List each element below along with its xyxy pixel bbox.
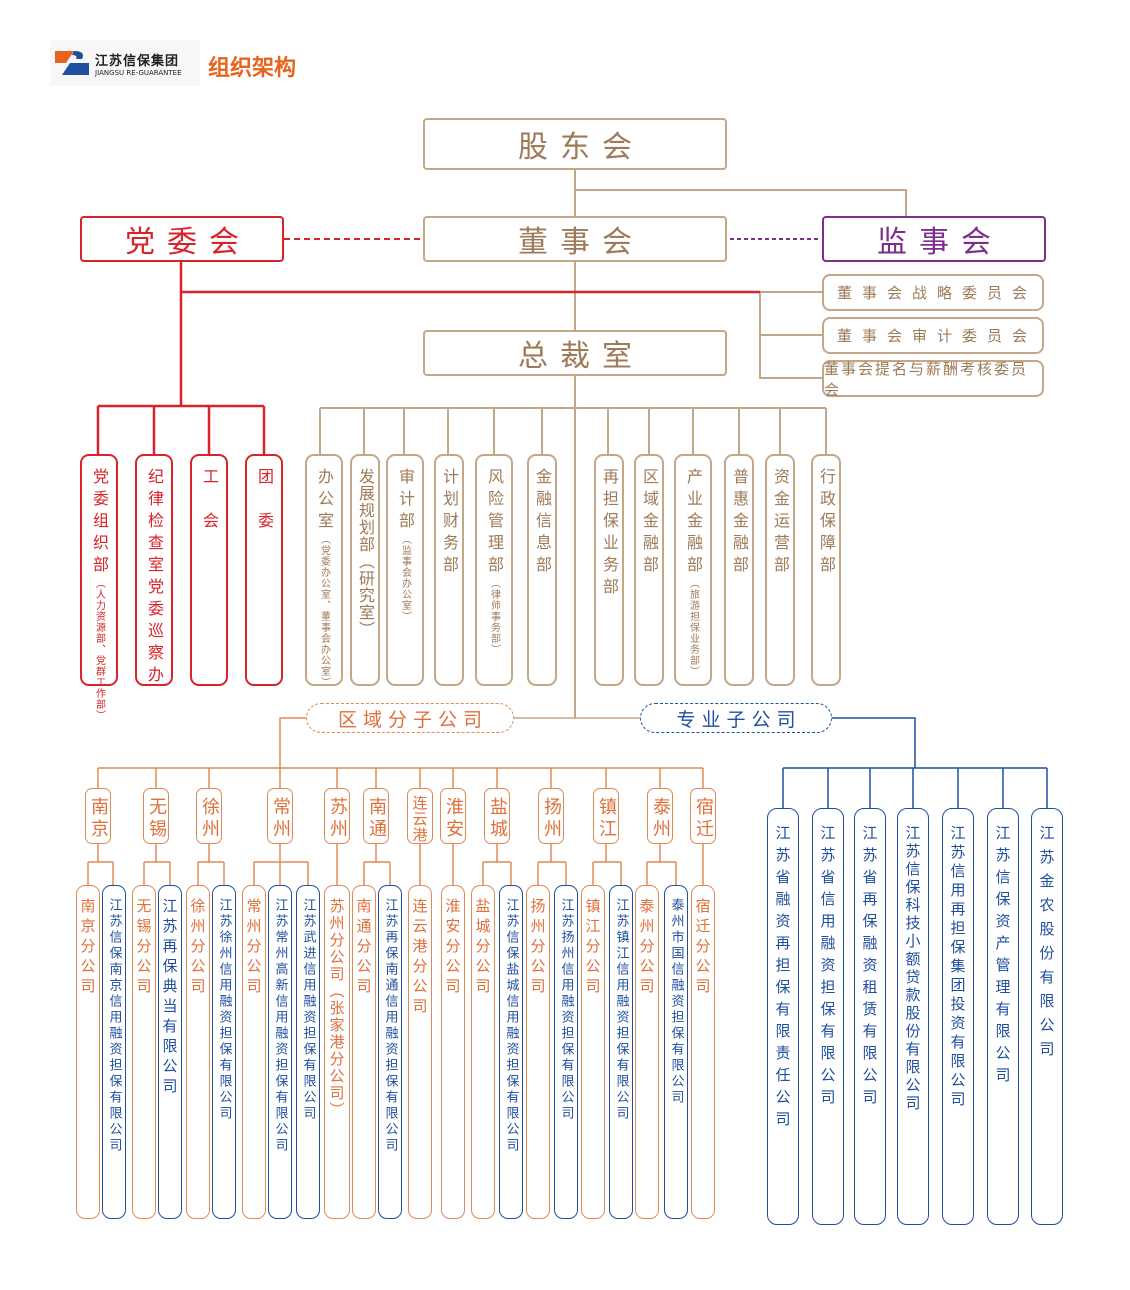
professional-subsidiaries-label: 专业子公司 <box>640 703 832 733</box>
dept-name: 资金运营部 <box>771 468 790 578</box>
regional-branch: 常州分公司 <box>242 885 266 1219</box>
dept-finance: 计划财务部 <box>434 454 464 686</box>
party-dept-organization: 党委组织部 （人力资源部、党群工作部） <box>80 454 118 721</box>
professional-subsidiary: 江苏信用再担保集团投资有限公司 <box>942 808 974 1225</box>
page-title: 组织架构 <box>208 56 297 81</box>
regional-branch: 徐州分公司 <box>186 885 210 1219</box>
dept-name: 金融信息部 <box>533 468 552 578</box>
regional-branch: 扬州分公司 <box>526 885 550 1219</box>
regional-company: 江苏再保典当有限公司 <box>158 885 182 1219</box>
professional-subsidiary: 江苏省信用融资担保有限公司 <box>812 808 844 1225</box>
dept-planning: 发展规划部（研究室） <box>350 454 380 686</box>
party-dept-note: （人力资源部、党群工作部） <box>93 578 105 721</box>
board-committee-nomination: 董事会提名与薪酬考核委员会 <box>822 360 1044 399</box>
shareholders-box: 股东会 <box>423 118 727 170</box>
regional-company: 江苏常州高新信用融资担保有限公司 <box>268 885 292 1219</box>
dept-name: 审计部 <box>396 468 415 534</box>
dept-note: （旅游担保业务部） <box>687 578 699 677</box>
city-xuzhou: 徐州 <box>196 788 222 844</box>
dept-note: （党委办公室、董事会办公室） <box>318 534 330 688</box>
dept-note: （律师事务部） <box>488 578 500 655</box>
professional-subsidiary: 江苏金农股份有限公司 <box>1031 808 1063 1225</box>
logo-english-name: JIANGSU RE-GUARANTEE <box>95 68 182 77</box>
dept-admin: 行政保障部 <box>811 454 841 686</box>
party-dept-note: 党委巡察办 <box>145 578 164 688</box>
regional-company: 江苏徐州信用融资担保有限公司 <box>212 885 236 1219</box>
regional-company: 江苏再保南通信用融资担保有限公司 <box>378 885 402 1219</box>
regional-branch: 南京分公司 <box>76 885 100 1219</box>
board-committee-audit: 董事会审计委员会 <box>822 317 1044 354</box>
dept-treasury: 资金运营部 <box>765 454 795 686</box>
dept-name: 行政保障部 <box>817 468 836 578</box>
company-logo: 江苏信保集团 JIANGSU RE-GUARANTEE <box>50 40 200 86</box>
city-nantong: 南通 <box>363 788 389 844</box>
board-box: 董事会 <box>423 216 727 262</box>
professional-subsidiary: 江苏信保资产管理有限公司 <box>987 808 1019 1225</box>
dept-industry-finance: 产业金融部 （旅游担保业务部） <box>674 454 712 686</box>
dept-name: 计划财务部 <box>440 468 459 578</box>
regional-branch: 南通分公司 <box>352 885 376 1219</box>
city-zhenjiang: 镇江 <box>593 788 619 844</box>
city-yangzhou: 扬州 <box>538 788 564 844</box>
party-dept-name: 工 会 <box>200 468 219 534</box>
company-logo-icon <box>55 51 89 75</box>
city-suqian: 宿迁 <box>690 788 716 844</box>
dept-fintech: 金融信息部 <box>527 454 557 686</box>
dept-name: 再担保业务部 <box>600 468 619 600</box>
regional-company: 江苏镇江信用融资担保有限公司 <box>609 885 633 1219</box>
dept-office: 办公室 （党委办公室、董事会办公室） <box>305 454 343 688</box>
regional-branch: 淮安分公司 <box>441 885 465 1219</box>
president-office-box: 总裁室 <box>423 330 727 376</box>
dept-regional-finance: 区域金融部 <box>634 454 664 686</box>
city-wuxi: 无锡 <box>143 788 169 844</box>
party-dept-union: 工 会 <box>190 454 228 686</box>
dept-risk: 风险管理部 （律师事务部） <box>475 454 513 686</box>
dept-name: 风险管理部 <box>485 468 504 578</box>
dept-inclusive-finance: 普惠金融部 <box>724 454 754 686</box>
professional-subsidiary: 江苏省再保融资租赁有限公司 <box>854 808 886 1225</box>
party-committee-box: 党委会 <box>80 216 284 262</box>
regional-branch: 无锡分公司 <box>132 885 156 1219</box>
professional-subsidiary: 江苏信保科技小额贷款股份有限公司 <box>897 808 929 1225</box>
city-nanjing: 南京 <box>85 788 111 844</box>
dept-name: 区域金融部 <box>640 468 659 578</box>
regional-company: 江苏信保盐城信用融资担保有限公司 <box>499 885 523 1219</box>
dept-name: 发展规划部（研究室） <box>356 468 375 638</box>
city-lianyungang: 连云港 <box>407 788 433 844</box>
city-taizhou: 泰州 <box>647 788 673 844</box>
party-dept-name: 团 委 <box>255 468 274 534</box>
party-dept-discipline: 纪律检查室 党委巡察办 <box>135 454 173 688</box>
professional-subsidiary: 江苏省融资再担保有限责任公司 <box>767 808 799 1225</box>
city-yancheng: 盐城 <box>484 788 510 844</box>
supervisory-board-box: 监事会 <box>822 216 1046 262</box>
dept-note: （监事会办公室） <box>399 534 411 622</box>
regional-branch: 连云港分公司 <box>408 885 432 1219</box>
party-dept-youth: 团 委 <box>245 454 283 686</box>
regional-company: 江苏信保南京信用融资担保有限公司 <box>102 885 126 1219</box>
dept-reguarantee: 再担保业务部 <box>594 454 624 686</box>
dept-name: 办公室 <box>315 468 334 534</box>
logo-chinese-name: 江苏信保集团 <box>95 53 180 69</box>
regional-company: 江苏扬州信用融资担保有限公司 <box>554 885 578 1219</box>
party-dept-name: 党委组织部 <box>90 468 109 578</box>
regional-branch: 苏州分公司（张家港分公司） <box>324 885 350 1219</box>
board-committee-strategy: 董事会战略委员会 <box>822 274 1044 311</box>
regional-branch: 盐城分公司 <box>471 885 495 1219</box>
city-suzhou: 苏州 <box>324 788 350 844</box>
city-huaian: 淮安 <box>440 788 466 844</box>
regional-branch: 泰州分公司 <box>635 885 659 1219</box>
dept-name: 普惠金融部 <box>730 468 749 578</box>
regional-subsidiaries-label: 区域分子公司 <box>306 703 514 733</box>
regional-company: 泰州市国信融资担保有限公司 <box>664 885 688 1219</box>
city-changzhou: 常州 <box>267 788 293 844</box>
regional-company: 江苏武进信用融资担保有限公司 <box>296 885 320 1219</box>
dept-audit: 审计部 （监事会办公室） <box>386 454 424 686</box>
party-dept-name: 纪律检查室 <box>145 468 164 578</box>
regional-branch: 宿迁分公司 <box>691 885 715 1219</box>
dept-name: 产业金融部 <box>684 468 703 578</box>
regional-branch: 镇江分公司 <box>581 885 605 1219</box>
